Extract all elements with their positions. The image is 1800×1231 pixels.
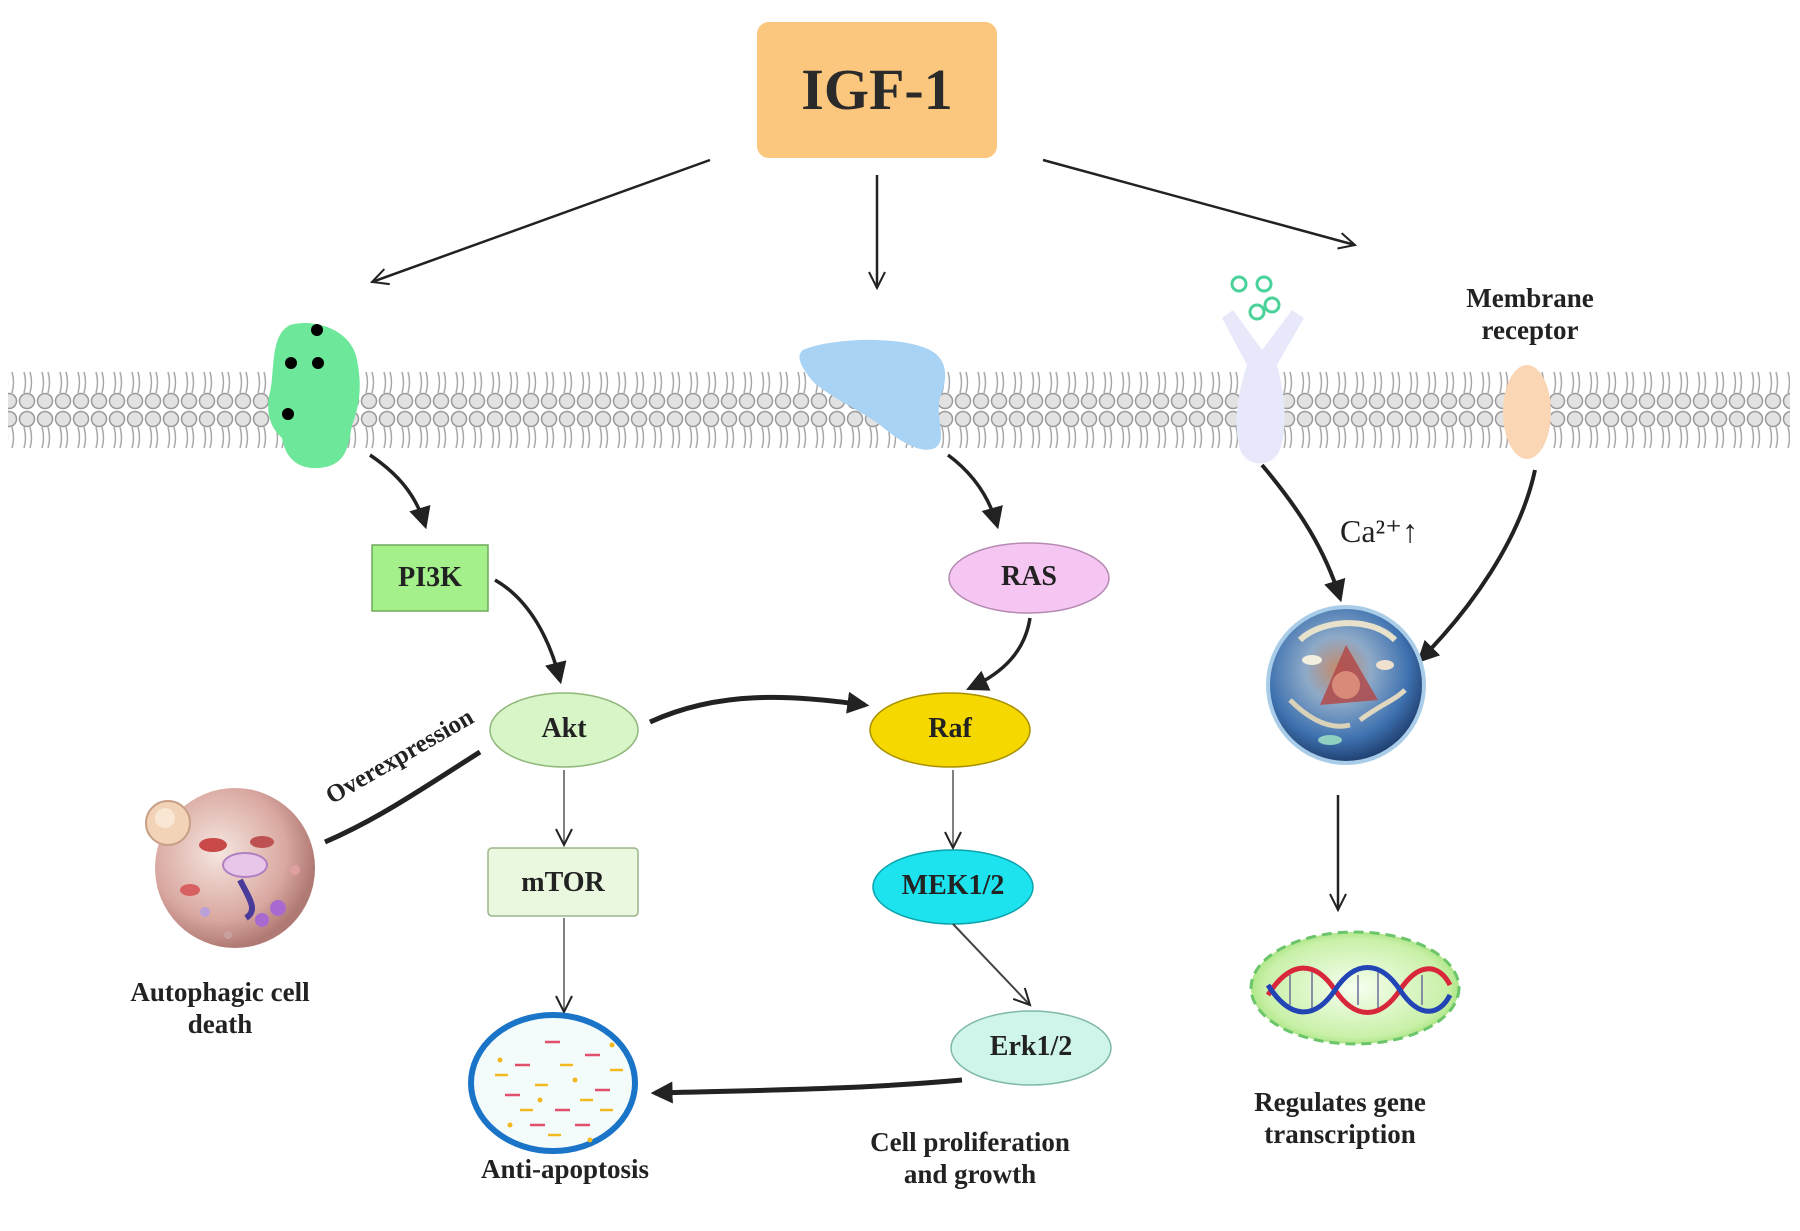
arrow-igf1-to-pi3k-receptor: [372, 158, 711, 282]
ligand-dot: [1230, 275, 1248, 293]
y-receptor-icon: [1222, 310, 1304, 464]
arrow-ras-to-raf: [965, 617, 1032, 691]
arrow-akt-to-autophagy: [323, 749, 482, 845]
autophagic-label-line2: death: [187, 1009, 253, 1040]
erk-label: Erk1/2: [989, 1031, 1073, 1062]
raf-node: [869, 692, 1031, 768]
dna-helix-icon: [1249, 930, 1461, 1046]
arrow-receptor-to-pi3k: [369, 453, 431, 530]
arrow-receptor-to-ras: [946, 453, 1003, 530]
arrow-igf1-to-membrane-receptor: [1042, 158, 1355, 245]
ras-node: [948, 542, 1110, 614]
ligand-dot: [1263, 296, 1281, 314]
akt-node: [489, 692, 639, 768]
gene-label-line2: transcription: [1264, 1119, 1416, 1150]
autophagic-cell-death-label: Autophagic cell death: [95, 976, 345, 1041]
membrane-receptor-label: Membrane receptor: [1420, 282, 1640, 347]
gene-label-line1: Regulates gene: [1254, 1087, 1426, 1117]
ligand-dot: [311, 324, 323, 336]
arrow-erk-to-anti-apoptosis: [650, 1077, 963, 1104]
ligand-dot: [1248, 303, 1266, 321]
membrane-receptor-label-line1: Membrane: [1466, 283, 1594, 313]
ligand-dot: [282, 408, 294, 420]
ligand-dot: [285, 357, 297, 369]
proliferation-label-line1: Cell proliferation: [870, 1127, 1070, 1157]
cell-nucleus-icon: [1266, 605, 1426, 765]
autophagic-label-line1: Autophagic cell: [130, 977, 310, 1007]
mtor-node: [487, 847, 639, 917]
mek-label: MEK1/2: [901, 870, 1005, 901]
arrow-akt-to-raf: [648, 691, 870, 725]
igf1-box: [757, 22, 997, 158]
arrow-pi3k-to-akt: [494, 578, 567, 685]
cell-proliferation-label: Cell proliferation and growth: [830, 1126, 1110, 1191]
proliferation-label-line2: and growth: [903, 1159, 1037, 1190]
regulates-gene-transcription-label: Regulates gene transcription: [1210, 1086, 1470, 1151]
ras-receptor-icon: [799, 339, 946, 450]
raf-label: Raf: [928, 713, 972, 744]
mtor-label: mTOR: [521, 867, 605, 898]
ras-label: RAS: [1000, 561, 1057, 592]
pi3k-node: [371, 544, 489, 612]
ligand-dot: [1255, 275, 1273, 293]
arrow-membrane-receptor-to-nucleus: [1416, 469, 1537, 664]
igf1-label: IGF-1: [801, 57, 953, 122]
calcium-label: Ca²⁺↑: [1340, 513, 1419, 549]
ligand-dot: [312, 357, 324, 369]
arrow-mek-to-erk: [952, 923, 1030, 1005]
anti-apoptosis-label: Anti-apoptosis: [480, 1154, 650, 1184]
anti-apoptosis-cell-icon: [468, 1012, 638, 1154]
membrane-receptor-label-line2: receptor: [1481, 315, 1579, 346]
pi3k-label: PI3K: [398, 562, 462, 593]
membrane-receptor-icon: [1503, 365, 1551, 459]
akt-label: Akt: [541, 713, 587, 744]
arrow-y-receptor-to-nucleus: [1260, 463, 1346, 603]
erk-node: [950, 1010, 1112, 1086]
autophagic-cell-icon: [145, 788, 315, 948]
